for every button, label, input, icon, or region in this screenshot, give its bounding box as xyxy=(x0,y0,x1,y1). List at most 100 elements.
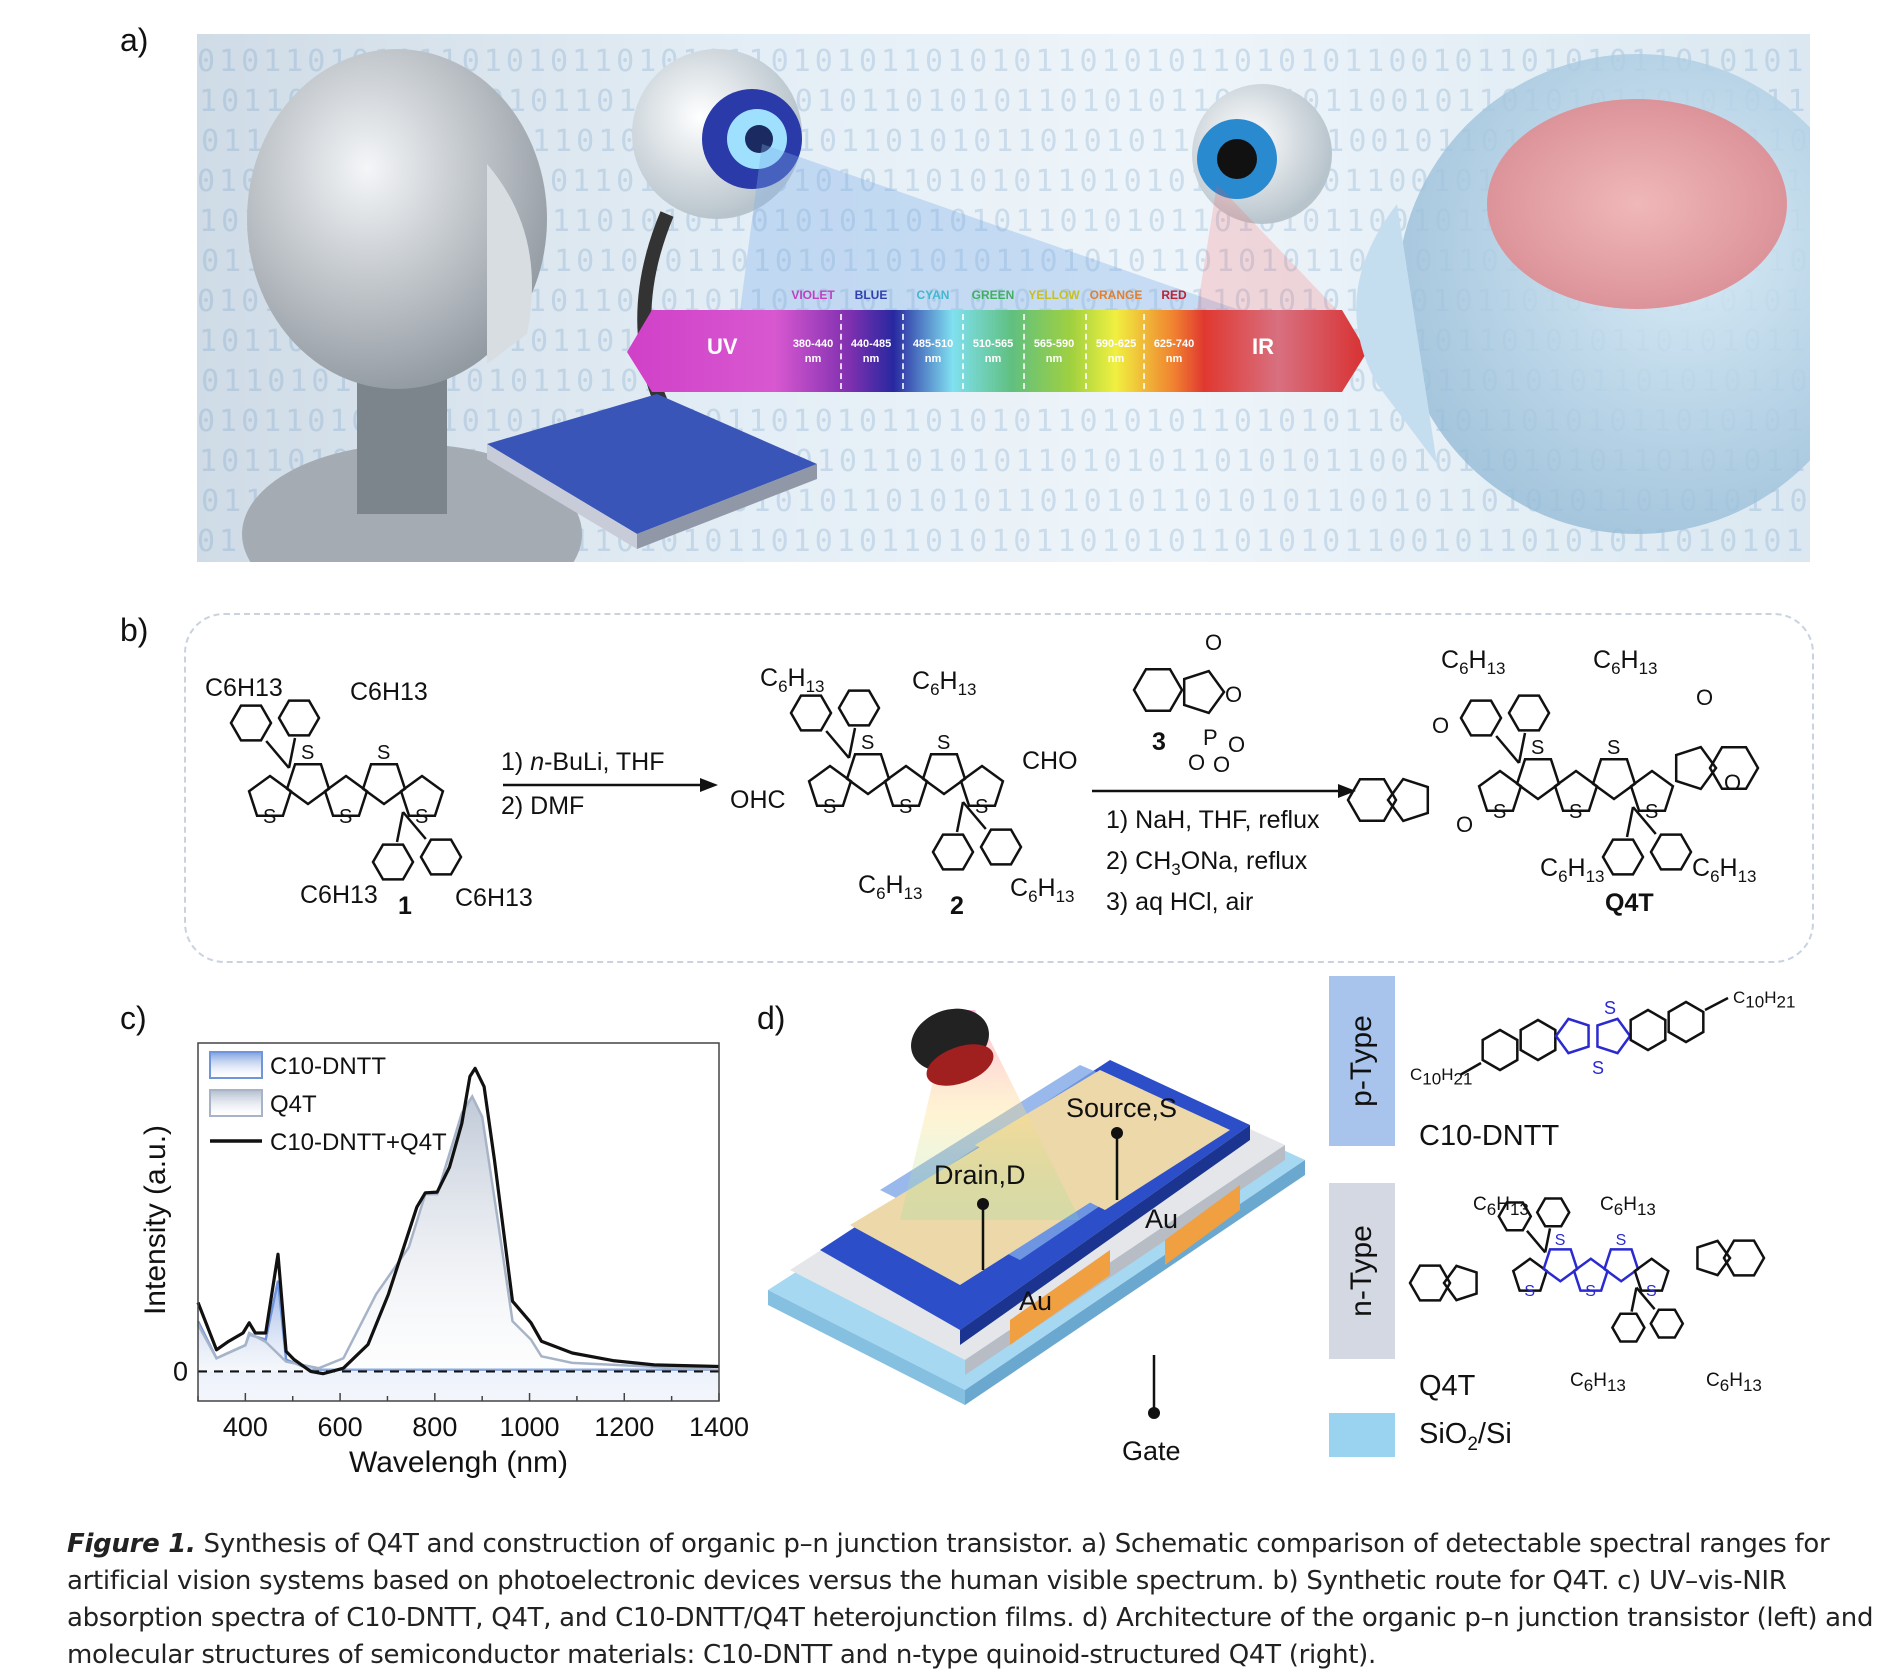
benzene-ring xyxy=(1132,667,1184,713)
alkyl-label: C6H13 xyxy=(760,664,825,696)
panel-a-illustration: 0101101010110101011010101101010110101011… xyxy=(197,34,1810,562)
phenyl-ring xyxy=(789,694,833,732)
sulfur-atom: S xyxy=(861,732,875,754)
ir-label: IR xyxy=(1252,334,1274,359)
sulfur-atom: S xyxy=(1569,801,1583,823)
band-range: 440-485 xyxy=(850,338,892,350)
sulfur-atom: S xyxy=(1585,1282,1596,1300)
brain xyxy=(1487,99,1787,309)
alkyl-label: C6H13 xyxy=(1010,874,1075,906)
benzene-ring xyxy=(1708,745,1760,791)
y-axis-label: Intensity (a.u.) xyxy=(139,1125,172,1315)
bond xyxy=(825,730,850,759)
plot-frame xyxy=(197,1042,720,1402)
spectrum-band-name: VIOLET xyxy=(791,288,835,302)
fused-ring xyxy=(1602,1248,1640,1283)
phenyl-ring xyxy=(1459,699,1503,737)
step2-condition-1: 1) NaH, THF, reflux xyxy=(1106,806,1320,834)
legend-label: Q4T xyxy=(270,1091,317,1118)
band-unit: nm xyxy=(804,353,822,365)
benzene-ring xyxy=(1722,1239,1766,1277)
alkyl-label: C6H13 xyxy=(1570,1370,1626,1395)
oxygen-atom: O xyxy=(1213,752,1231,777)
sulfur-atom: S xyxy=(1645,801,1659,823)
bond xyxy=(395,811,405,843)
oxygen-atom: O xyxy=(1432,713,1450,738)
bond xyxy=(1459,1061,1482,1077)
panel-label-c: c) xyxy=(120,1000,147,1036)
au-label-drain: Au xyxy=(1019,1286,1053,1316)
visible-spectrum-bar xyxy=(627,310,1367,392)
spectrum-divider xyxy=(1085,314,1087,389)
phenyl-ring xyxy=(1649,833,1693,871)
oxygen-atom: O xyxy=(1696,685,1714,710)
sulfur-atom: S xyxy=(1531,737,1545,759)
series-area-Q4T xyxy=(198,1096,719,1401)
photodetector-chip xyxy=(487,394,817,549)
bond xyxy=(1632,806,1657,835)
benzene-ring xyxy=(1519,1018,1557,1062)
c10-dntt-label: C10-DNTT xyxy=(1419,1120,1560,1152)
bond xyxy=(962,801,987,830)
thiophene-ring xyxy=(1596,1017,1632,1055)
compound-1-substituent: C6H13 xyxy=(300,881,378,909)
phenyl-ring xyxy=(837,689,881,727)
alkyl-label: C6H13 xyxy=(1600,1194,1656,1219)
sulfur-atom: S xyxy=(1607,737,1621,759)
spectrum-divider xyxy=(902,314,904,389)
fused-ring xyxy=(1633,1257,1670,1292)
spectrum-divider xyxy=(840,314,842,389)
compound-1-substituent: C6H13 xyxy=(350,678,428,706)
n-type-legend-box: n-Type xyxy=(1329,1183,1395,1359)
bond xyxy=(265,740,290,769)
au-label-source: Au xyxy=(1145,1204,1179,1234)
bond xyxy=(287,737,297,769)
phosphorus-atom: P xyxy=(1203,725,1218,750)
alkyl-label: C6H13 xyxy=(1593,646,1658,678)
band-range: 590-625 xyxy=(1095,338,1137,350)
bond xyxy=(1625,806,1635,838)
band-unit: nm xyxy=(1107,353,1125,365)
thiophene-ring xyxy=(1554,1017,1590,1055)
oxygen-atom: O xyxy=(1724,770,1742,795)
bond xyxy=(1526,1229,1547,1254)
series-line-C10-DNTT+Q4T xyxy=(196,1066,720,1376)
panel-label-d: d) xyxy=(757,1000,786,1036)
oxygen-atom: O xyxy=(1456,812,1474,837)
band-unit: nm xyxy=(924,353,942,365)
compound-1-number: 1 xyxy=(398,892,412,920)
phenyl-ring xyxy=(1497,1201,1533,1232)
sulfur-atom: S xyxy=(899,796,913,818)
indandione-ring xyxy=(1674,745,1718,791)
sulfur-atom: S xyxy=(1615,1231,1627,1249)
uv-label: UV xyxy=(707,334,738,359)
molecular-structures xyxy=(1408,996,1766,1343)
sulfur-atom: S xyxy=(301,742,315,764)
arrow-head xyxy=(700,778,718,792)
benzene-ring xyxy=(1408,1264,1452,1302)
sulfur-atom: S xyxy=(339,806,353,828)
phenyl-ring xyxy=(1535,1197,1571,1228)
bond xyxy=(402,811,427,840)
band-unit: nm xyxy=(1165,353,1183,365)
fused-ring xyxy=(1542,1248,1579,1283)
phenyl-ring xyxy=(931,833,975,871)
human-vision-cone xyxy=(1197,184,1337,310)
synthesis-structures xyxy=(229,667,1760,881)
panel-label-a: a) xyxy=(120,22,149,58)
light-beam xyxy=(737,144,1337,344)
alkyl-label: C6H13 xyxy=(1473,1194,1529,1219)
fused-ring xyxy=(399,774,445,818)
source-pointer-dot xyxy=(1111,1127,1123,1139)
sulfur-atom: S xyxy=(975,796,989,818)
bond xyxy=(1495,735,1520,764)
bond xyxy=(1630,1287,1638,1312)
legend-label: C10-DNTT xyxy=(270,1053,386,1080)
synthesis-scheme-box xyxy=(184,613,1814,963)
x-tick-label: 800 xyxy=(412,1412,457,1442)
